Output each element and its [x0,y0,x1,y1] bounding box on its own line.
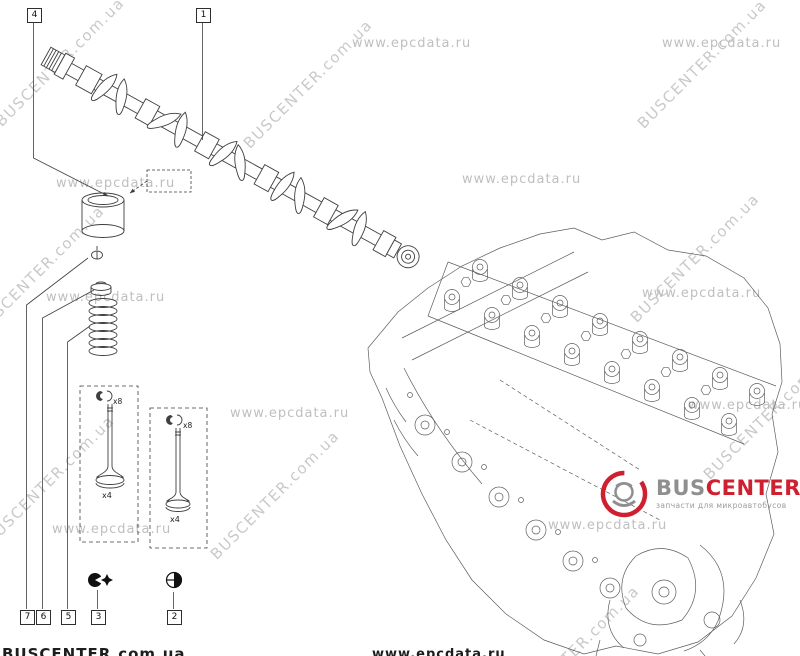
valve-group-left: x8 x4 [79,385,139,543]
callout-2[interactable]: 2 [167,610,182,625]
callout-7[interactable]: 7 [20,610,35,625]
shim-callout [129,169,192,194]
engine-head-drawing [367,227,783,656]
keeper-qty-right: x8 [183,421,192,430]
callout-3[interactable]: 3 [91,610,106,625]
valve-keeper-part [91,246,103,260]
callout-6[interactable]: 6 [36,610,51,625]
valve-qty-left: x4 [102,491,112,500]
valve-group-right: x8 x4 [149,407,208,549]
keeper-pictogram [88,573,113,587]
logo-tagline: запчасти для микроавтобусов [656,501,787,511]
buscenter-logo: BUSCENTER запчасти для микроавтобусов [598,468,800,520]
logo-text-center: CENTER [705,476,800,501]
camshaft-drawing [40,46,420,269]
seal-pictogram [165,571,183,589]
logo-text-bus: BUS [656,476,706,501]
spring-retainer-part [90,281,112,296]
valve-qty-right: x4 [170,515,180,524]
leader-lines [26,21,203,609]
tappet-drawing [81,192,125,238]
callout-4[interactable]: 4 [27,8,42,23]
buscenter-logo-emblem [600,470,648,518]
keeper-qty-left: x8 [113,397,122,406]
callout-1[interactable]: 1 [196,8,211,23]
valve-spring-part [88,298,118,356]
callout-5[interactable]: 5 [61,610,76,625]
